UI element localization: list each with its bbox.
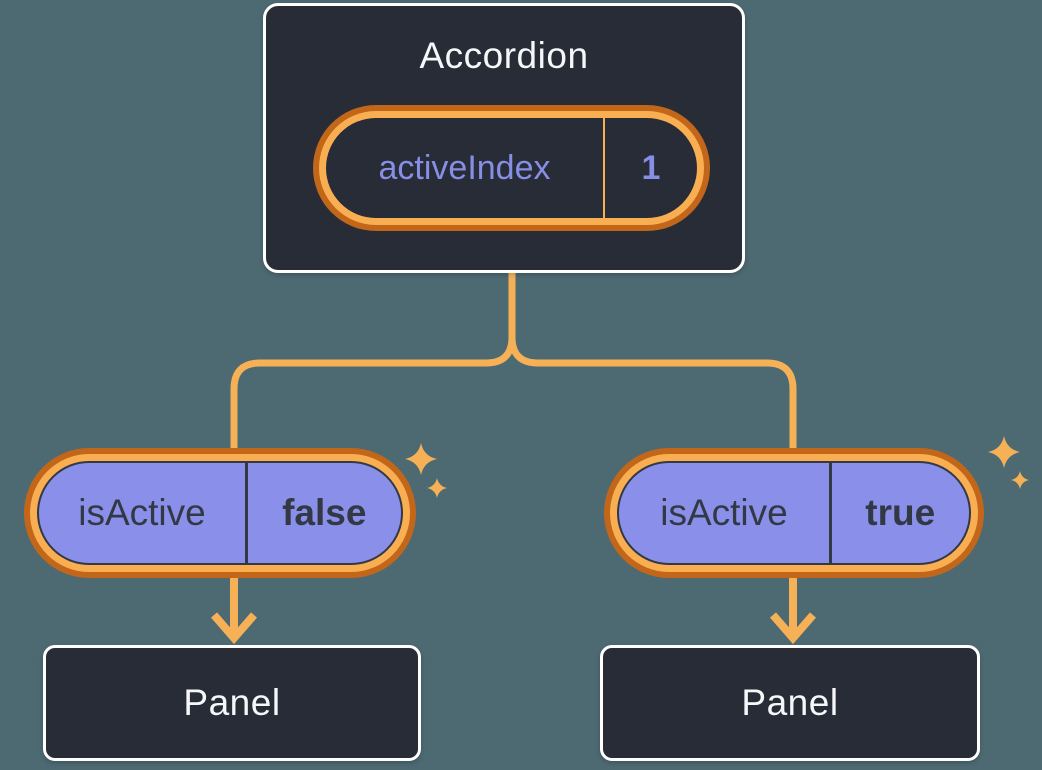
prop-pill-right: isActive true — [604, 448, 984, 578]
sparkle-icon — [427, 478, 447, 498]
sparkle-icon — [405, 443, 437, 475]
panel-node-left: Panel — [43, 645, 421, 761]
sparkle-icon — [1011, 471, 1029, 489]
panel-node-right: Panel — [600, 645, 980, 761]
prop-pill-body: isActive true — [617, 461, 971, 565]
prop-label: isActive — [78, 492, 206, 533]
accordion-title: Accordion — [419, 35, 589, 76]
prop-pill-body: isActive false — [37, 461, 403, 565]
state-divider — [603, 118, 605, 218]
sparkle-icon — [988, 436, 1020, 468]
state-value: 1 — [641, 148, 661, 187]
prop-label: isActive — [660, 492, 788, 533]
panel-title: Panel — [741, 682, 839, 723]
prop-value: true — [865, 492, 936, 533]
arrow-head-left-icon — [210, 612, 258, 645]
prop-divider — [245, 463, 248, 563]
prop-pill-ring: isActive true — [610, 454, 978, 572]
prop-value: false — [282, 492, 367, 533]
state-pill-ring: activeIndex 1 — [319, 111, 704, 225]
prop-pill-ring: isActive false — [30, 454, 410, 572]
branch-line-left — [230, 268, 516, 455]
state-pill-body: activeIndex 1 — [326, 118, 697, 218]
arrow-head-right-icon — [769, 612, 817, 645]
prop-pill-left: isActive false — [24, 448, 416, 578]
prop-divider — [829, 463, 832, 563]
branch-line-right — [508, 268, 797, 455]
panel-title: Panel — [183, 682, 281, 723]
state-pill: activeIndex 1 — [313, 105, 710, 231]
state-label: activeIndex — [378, 148, 551, 187]
accordion-node: Accordion activeIndex 1 — [263, 3, 745, 273]
